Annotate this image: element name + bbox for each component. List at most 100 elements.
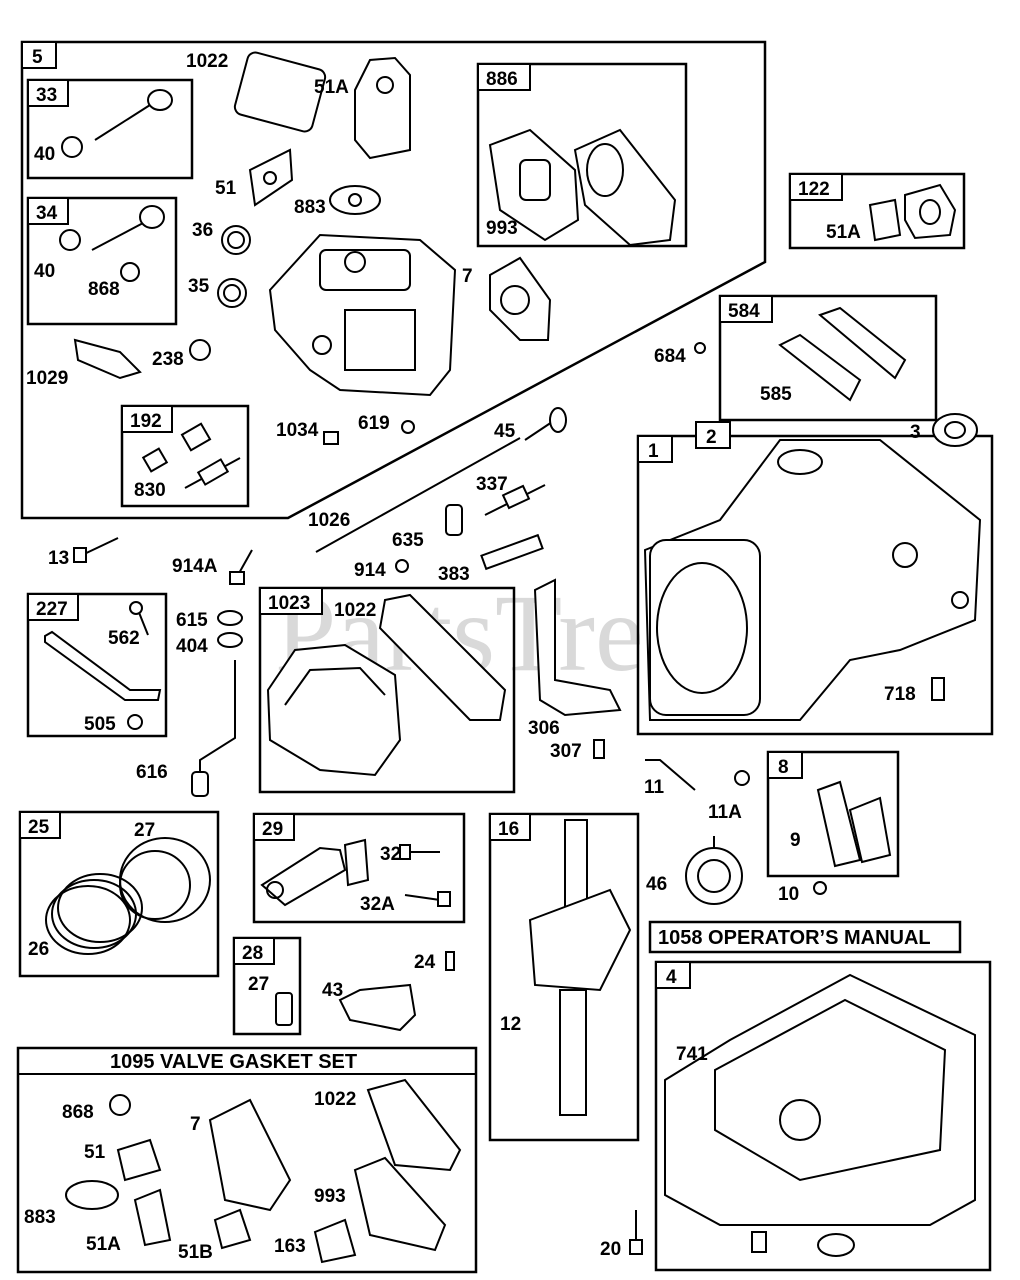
- callout-51-b: 51: [84, 1142, 106, 1163]
- exhaust-valve-part: [61, 89, 173, 158]
- callout-27-a: 27: [134, 820, 155, 841]
- callout-404: 404: [176, 636, 208, 657]
- callout-40-b: 40: [34, 261, 55, 282]
- seal-868-part: [109, 1094, 131, 1116]
- intake-valve-part: [59, 205, 165, 282]
- group-25-tag: [19, 811, 61, 839]
- washer-404-part: [217, 632, 243, 648]
- group-8-frame: [766, 750, 900, 878]
- group-5-frame: [20, 40, 767, 520]
- fitting-635-part: [445, 504, 463, 536]
- group-886-label: 886: [486, 69, 518, 90]
- piston-rings-26-part: [45, 873, 143, 955]
- callout-9: 9: [790, 830, 801, 851]
- screw-914-part: [395, 559, 409, 573]
- gasket-51-part: [248, 148, 294, 207]
- callout-635: 635: [392, 530, 424, 551]
- callout-45: 45: [494, 421, 516, 442]
- callout-3: 3: [910, 422, 921, 443]
- group-192-frame: [120, 404, 250, 508]
- group-25-label: 25: [28, 817, 50, 838]
- group-8-tag: [767, 751, 803, 779]
- callout-684: 684: [654, 346, 686, 367]
- callout-914: 914: [354, 560, 386, 581]
- callout-383: 383: [438, 564, 470, 585]
- cylinder-head-part: [268, 233, 457, 397]
- callout-585: 585: [760, 384, 792, 405]
- group-1023-tag: [259, 587, 323, 615]
- callout-11: 11: [644, 777, 665, 798]
- part-24: [445, 951, 455, 971]
- operators-manual-title: 1058 OPERATOR’S MANUAL: [658, 927, 931, 949]
- group-28-tag: [233, 937, 275, 965]
- callout-1022-c: 1022: [314, 1089, 356, 1110]
- callout-1022-a: 1022: [186, 51, 228, 72]
- group-16-label: 16: [498, 819, 519, 840]
- pushrod-45-part: [524, 407, 567, 441]
- gasket-51a-c-part: [133, 1188, 172, 1247]
- gasket-993-b-part: [353, 1156, 447, 1252]
- group-5-label: 5: [32, 47, 43, 68]
- part-383: [480, 533, 544, 571]
- intake-spacer-part: [868, 183, 957, 242]
- callout-11a: 11A: [708, 802, 742, 823]
- oil-seal-3-part: [932, 413, 978, 447]
- bolt-32a-part: [404, 891, 451, 907]
- intake-gasket-51a-part: [354, 56, 411, 160]
- cylinder-block-part: [643, 439, 982, 721]
- callout-993-b: 993: [314, 1186, 346, 1207]
- callout-1034: 1034: [276, 420, 319, 441]
- group-192-tag: [121, 405, 173, 433]
- callout-718: 718: [884, 684, 916, 705]
- group-1023-frame: [258, 586, 516, 794]
- callout-51b: 51B: [178, 1242, 213, 1263]
- screw-684-part: [694, 342, 706, 354]
- breather-gasket-585-part: [778, 306, 907, 402]
- callout-163: 163: [274, 1236, 306, 1257]
- gasket-51-b-part: [116, 1138, 162, 1182]
- part-1034: [323, 431, 339, 445]
- callout-7-b: 7: [190, 1114, 201, 1135]
- bolt-13-part: [73, 537, 119, 563]
- callout-914a: 914A: [172, 556, 218, 577]
- callout-337: 337: [476, 474, 508, 495]
- group-34-frame: [26, 196, 178, 326]
- callout-35: 35: [188, 276, 210, 297]
- group-227-tag: [27, 593, 79, 621]
- connecting-rod-part: [260, 838, 370, 907]
- group-4-frame: [654, 960, 992, 1272]
- group-227-label: 227: [36, 599, 68, 620]
- part-15: [751, 1231, 767, 1253]
- group-33-label: 33: [36, 85, 57, 106]
- group-34-label: 34: [36, 203, 58, 224]
- rocker-cover-gasket-part: [233, 51, 327, 133]
- group-8-label: 8: [778, 757, 789, 778]
- plug-238-part: [189, 339, 211, 361]
- group-5-tag: [21, 41, 57, 69]
- callout-883-a: 883: [294, 197, 326, 218]
- group-29-frame: [252, 812, 466, 924]
- group-4-tag: [655, 961, 691, 989]
- cam-gear-46-part: [685, 836, 743, 905]
- spark-plug-337-part: [484, 484, 546, 516]
- group-34-tag: [27, 197, 69, 225]
- callout-616: 616: [136, 762, 168, 783]
- callout-1022-b: 1022: [334, 600, 376, 621]
- group-122-label: 122: [798, 179, 830, 200]
- rocker-arm-1029-part: [73, 338, 142, 380]
- group-886-tag: [477, 63, 531, 91]
- callout-13: 13: [48, 548, 69, 569]
- group-29-tag: [253, 813, 295, 841]
- crankshaft-741-part: [528, 819, 632, 1116]
- valve-spring-35-part: [217, 278, 247, 308]
- screw-619-part: [401, 420, 415, 434]
- callout-868-a: 868: [88, 279, 120, 300]
- gasket-883-b-part: [65, 1180, 119, 1210]
- screw-10-part: [813, 881, 827, 895]
- callout-32: 32: [380, 844, 401, 865]
- callout-306: 306: [528, 718, 560, 739]
- callout-307: 307: [550, 741, 582, 762]
- callout-741: 12: [500, 1014, 521, 1035]
- callout-43: 43: [322, 980, 343, 1001]
